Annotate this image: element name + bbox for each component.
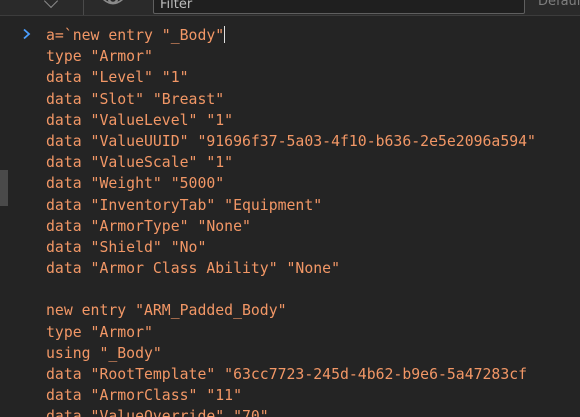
- code-line-blank: [46, 279, 536, 300]
- code-line: data "Armor Class Ability" "None": [46, 260, 340, 278]
- eye-icon[interactable]: [102, 0, 124, 10]
- filter-input[interactable]: [153, 0, 525, 14]
- code-line: data "Weight" "5000": [46, 175, 225, 193]
- code-line: data "ArmorType" "None": [46, 217, 251, 235]
- code-line: new entry "ARM_Padded_Body": [46, 302, 287, 320]
- code-line-text: a=`new entry "_Body": [46, 27, 225, 44]
- toolbar-divider: [83, 0, 84, 15]
- console-output[interactable]: a=`new entry "_Body"type "Armor" data "Le…: [0, 16, 580, 417]
- console-input-text[interactable]: a=`new entry "_Body"type "Armor" data "Le…: [46, 25, 536, 417]
- code-line: data "Shield" "No": [46, 238, 207, 256]
- code-line: a=`new entry "_Body": [46, 25, 536, 46]
- code-line: data "ValueUUID" "91696f37-5a03-4f10-b63…: [46, 132, 536, 150]
- default-levels-dropdown[interactable]: Default levels: [538, 0, 580, 9]
- code-line: data "Slot" "Breast": [46, 90, 225, 108]
- code-line: type "Armor": [46, 48, 153, 66]
- scroll-marker: [0, 170, 8, 206]
- chevron-right-icon: [23, 28, 31, 40]
- code-line: using "_Body": [46, 344, 162, 362]
- code-line: data "ValueOverride" "70": [46, 408, 269, 417]
- text-caret: [224, 26, 226, 43]
- code-line: data "ArmorClass" "11": [46, 387, 242, 405]
- chevron-down-icon[interactable]: [43, 0, 59, 9]
- code-line: data "ValueScale" "1": [46, 154, 234, 172]
- code-line: data "InventoryTab" "Equipment": [46, 196, 323, 214]
- code-line: data "ValueLevel" "1": [46, 111, 234, 129]
- console-toolbar: Default levels: [0, 0, 580, 16]
- code-line: type "Armor": [46, 323, 153, 341]
- code-line: data "Level" "1": [46, 69, 189, 87]
- code-line: data "RootTemplate" "63cc7723-245d-4b62-…: [46, 366, 528, 383]
